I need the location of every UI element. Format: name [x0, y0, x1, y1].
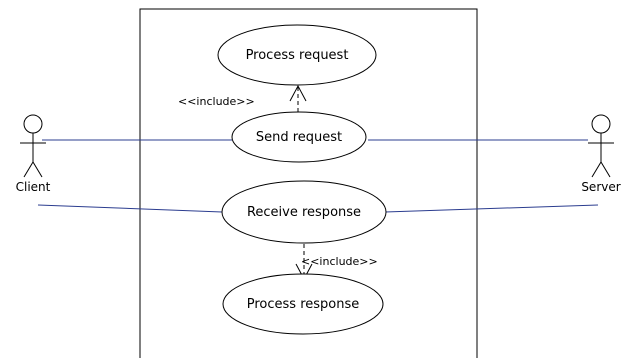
actor-client[interactable]: Client [16, 114, 51, 194]
include-arrowhead-1 [289, 84, 307, 102]
actor-label: Client [16, 180, 51, 194]
use-case-send-request[interactable]: Send request [231, 111, 367, 163]
system-boundary [139, 8, 478, 358]
use-case-label: Send request [256, 130, 342, 145]
association-client-receive-response [37, 204, 223, 213]
use-case-receive-response[interactable]: Receive response [221, 180, 387, 244]
actor-label: Server [581, 180, 620, 194]
use-case-process-request[interactable]: Process request [217, 24, 377, 86]
include-label-1: <<include>> [178, 95, 255, 108]
use-case-label: Receive response [247, 205, 361, 220]
use-case-label: Process request [246, 48, 349, 63]
actor-server[interactable]: Server [581, 114, 621, 194]
use-case-label: Process response [247, 297, 360, 312]
association-server-receive-response [384, 204, 599, 213]
stick-figure-icon [588, 114, 614, 178]
use-case-process-response[interactable]: Process response [222, 273, 384, 335]
include-label-2: <<include>> [301, 255, 378, 268]
stick-figure-icon [20, 114, 46, 178]
